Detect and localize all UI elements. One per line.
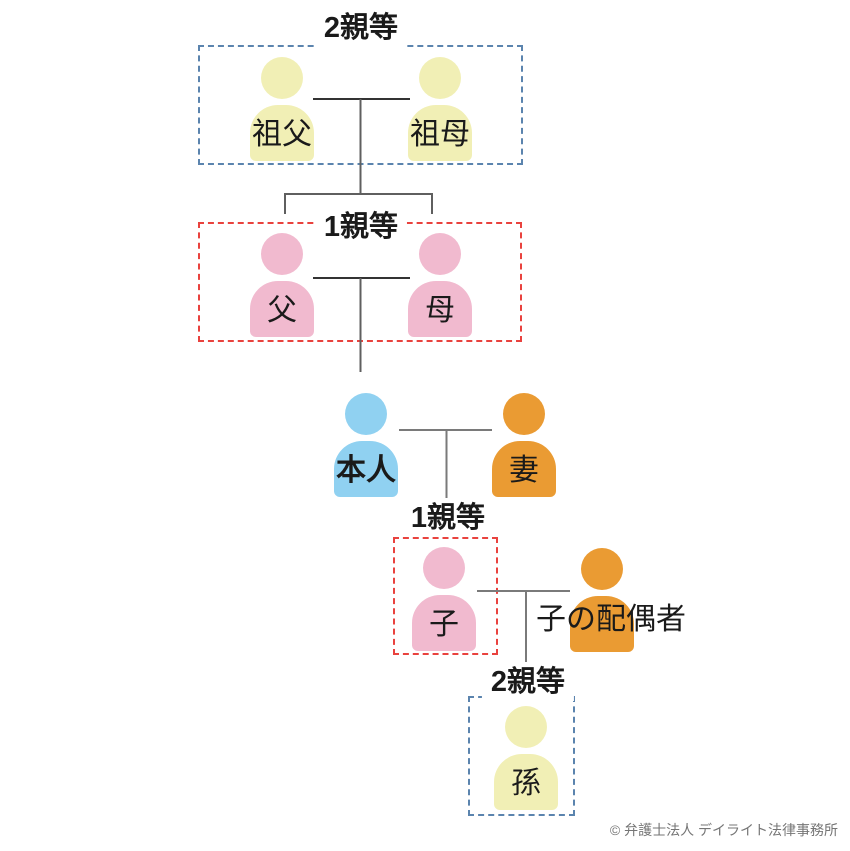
person-head-icon — [423, 547, 465, 589]
degree-label-parents: 1親等 — [314, 212, 408, 246]
person-child-spouse — [570, 548, 634, 652]
person-body-icon — [492, 441, 556, 497]
person-label-grandmother: 祖母 — [410, 118, 470, 151]
person-label-grandfather: 祖父 — [252, 118, 312, 151]
person-body-icon — [250, 105, 314, 161]
person-label-child-spouse: 子の配偶者 — [536, 603, 686, 636]
person-head-icon — [505, 706, 547, 748]
group-box-grandparents — [198, 45, 523, 165]
person-label-father: 父 — [267, 294, 297, 327]
person-body-icon — [412, 595, 476, 651]
person-label-grandchild: 孫 — [511, 767, 541, 800]
person-mother: 母 — [408, 233, 472, 337]
person-self: 本人 — [334, 393, 398, 497]
person-grandchild: 孫 — [494, 706, 558, 810]
person-body-icon — [570, 596, 634, 652]
degree-label-child: 1親等 — [401, 503, 495, 537]
degree-label-grandparents: 2親等 — [314, 13, 408, 47]
person-father: 父 — [250, 233, 314, 337]
person-body-icon — [250, 281, 314, 337]
person-body-icon — [334, 441, 398, 497]
person-label-mother: 母 — [425, 294, 455, 327]
degree-label-grandchild: 2親等 — [481, 667, 575, 701]
person-body-icon — [408, 281, 472, 337]
person-label-self: 本人 — [336, 454, 396, 487]
person-body-icon — [408, 105, 472, 161]
person-grandfather: 祖父 — [250, 57, 314, 161]
person-head-icon — [419, 233, 461, 275]
person-head-icon — [345, 393, 387, 435]
person-head-icon — [261, 233, 303, 275]
person-label-child: 子 — [429, 608, 459, 641]
person-head-icon — [261, 57, 303, 99]
person-head-icon — [503, 393, 545, 435]
person-body-icon — [494, 754, 558, 810]
person-head-icon — [581, 548, 623, 590]
person-child: 子 — [412, 547, 476, 651]
person-grandmother: 祖母 — [408, 57, 472, 161]
person-label-wife: 妻 — [509, 454, 539, 487]
person-wife: 妻 — [492, 393, 556, 497]
person-head-icon — [419, 57, 461, 99]
group-box-child — [393, 537, 498, 655]
copyright-text: © 弁護士法人 デイライト法律事務所 — [609, 822, 838, 838]
